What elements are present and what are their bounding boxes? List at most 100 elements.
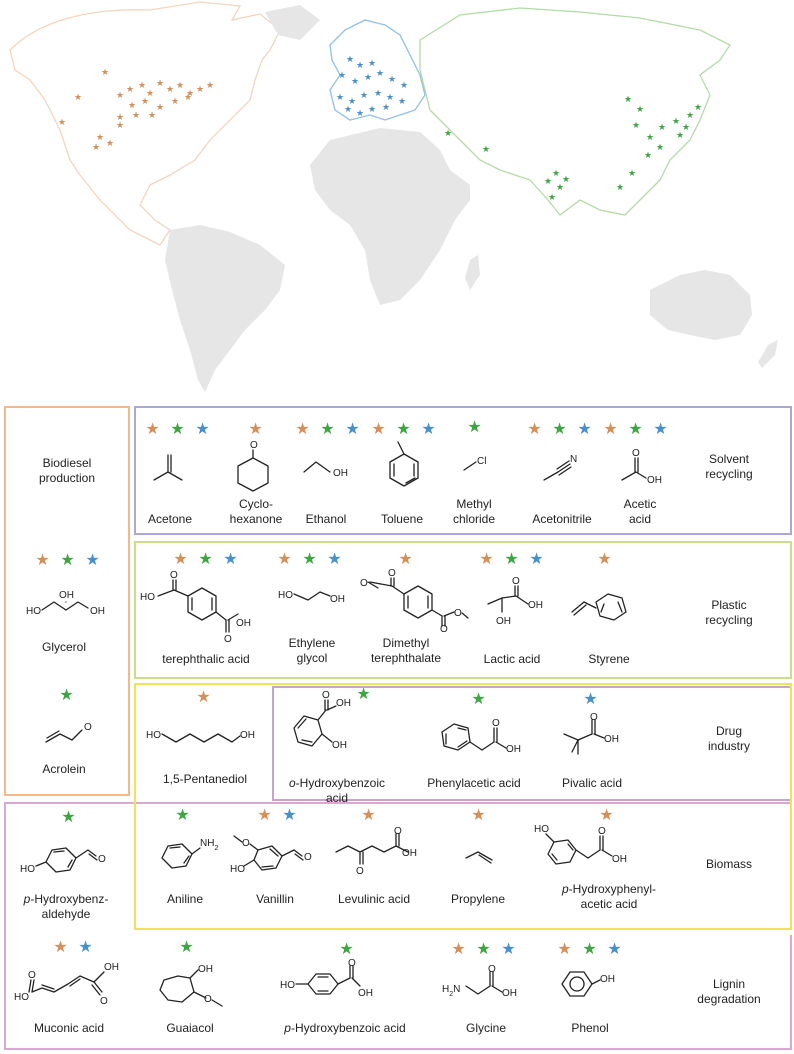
atom-o: O (242, 838, 250, 849)
star-green: ★ (504, 551, 519, 568)
label-lactic-acid: Lactic acid (483, 652, 541, 666)
map-star-icon: ★ (376, 69, 384, 79)
biodiesel-production-box (4, 406, 130, 796)
atom-oh: OH (332, 740, 347, 751)
lignin-biomass-overlap (132, 804, 792, 935)
stars-vanillin: ★★ (252, 808, 302, 824)
map-star-icon: ★ (632, 121, 640, 131)
map-star-icon: ★ (116, 113, 124, 123)
atom-oh: OH (647, 475, 662, 486)
stars-cyclohexanone: ★ (243, 422, 268, 438)
atom-oh: OH (236, 618, 251, 629)
star-orange: ★ (295, 421, 310, 438)
star-green: ★ (339, 941, 354, 958)
map-star-icon: ★ (368, 105, 376, 115)
atom-ho: HO (20, 864, 35, 875)
structure-methyl-chloride: Cl (463, 456, 486, 471)
label-p-hydroxybenzoic-acid: p-Hydroxybenzoic acid (270, 1021, 420, 1036)
atom-o: O (440, 624, 448, 635)
map-star-icon: ★ (116, 121, 124, 131)
stars-muconic: ★★ (48, 940, 98, 956)
map-star-icon: ★ (356, 61, 364, 71)
atom-ho: HO (14, 992, 29, 1003)
atom-o: O (224, 634, 232, 645)
star-blue: ★ (195, 421, 210, 438)
label-guaiacol: Guaiacol (166, 1021, 214, 1035)
star-blue: ★ (223, 551, 238, 568)
map-star-icon: ★ (400, 81, 408, 91)
star-blue: ★ (653, 421, 668, 438)
structure-p-hydroxybenzaldehyde: HO O (20, 847, 106, 875)
label-methyl-chloride: Methyl chloride (452, 497, 496, 526)
stars-acetic-acid: ★★★ (598, 422, 673, 438)
atom-o: O (170, 570, 178, 581)
atom-o: O (632, 448, 640, 459)
star-green: ★ (628, 421, 643, 438)
star-green: ★ (60, 552, 75, 569)
star-green: ★ (552, 421, 567, 438)
map-star-markers: ★★★★★★★★★★★★★★★★★★★★★★★★★★★★★★★★★★★★★★★★… (58, 55, 702, 203)
atom-cl: Cl (477, 456, 486, 467)
map-star-icon: ★ (624, 95, 632, 105)
category-solvent: Solvent recycling (705, 452, 753, 481)
label-cyclohexanone: Cyclo- hexanone (229, 497, 283, 526)
star-orange: ★ (398, 551, 413, 568)
map-star-icon: ★ (556, 183, 564, 193)
star-blue: ★ (529, 551, 544, 568)
map-star-icon: ★ (156, 79, 164, 89)
star-blue: ★ (577, 421, 592, 438)
atom-ho: HO (140, 592, 155, 603)
atom-o: O (28, 970, 36, 981)
stars-glycine: ★★★ (446, 942, 521, 958)
atom-ho: HO (26, 606, 41, 617)
label-propylene: Propylene (450, 892, 506, 906)
structure-toluene (389, 441, 419, 487)
atom-o: O (100, 996, 108, 1007)
label-rest: -Hydroxybenzoic acid (290, 1021, 406, 1035)
atom-o: O (250, 440, 258, 451)
atom-o: O (488, 964, 496, 975)
madagascar (465, 255, 480, 290)
asia-outline (419, 7, 731, 216)
atom-oh: OH (333, 468, 348, 479)
stars-p-hydroxybenzaldehyde: ★ (56, 810, 81, 826)
map-star-icon: ★ (92, 143, 100, 153)
star-orange: ★ (257, 807, 272, 824)
star-green: ★ (175, 807, 190, 824)
structure-guaiacol: OH O (159, 964, 223, 1007)
label-p-hydroxybenzaldehyde: p-Hydroxybenz- aldehyde (6, 892, 126, 922)
label-pentanediol: 1,5-Pentanediol (162, 772, 248, 786)
structure-acrolein: O (45, 722, 92, 743)
map-star-icon: ★ (346, 55, 354, 65)
category-drug: Drug industry (707, 724, 751, 753)
structure-acetic-acid: O OH (621, 448, 662, 486)
stars-acetone: ★★★ (140, 422, 215, 438)
map-star-icon: ★ (444, 129, 452, 139)
map-star-icon: ★ (544, 177, 552, 187)
label-glycerol: Glycerol (41, 640, 86, 654)
star-green: ★ (59, 687, 74, 704)
atom-o: O (454, 608, 462, 619)
structure-pentanediol: HO OH (146, 730, 255, 743)
map-star-icon: ★ (206, 81, 214, 91)
category-biodiesel: Biodiesel production (38, 456, 96, 485)
label-rest: -Hydroxyphenyl- acetic acid (568, 882, 657, 911)
map-star-icon: ★ (348, 97, 356, 107)
label-acrolein: Acrolein (42, 762, 86, 776)
label-pivalic-acid: Pivalic acid (561, 776, 623, 790)
atom-oh: OH (528, 600, 543, 611)
map-star-icon: ★ (196, 85, 204, 95)
map-star-icon: ★ (338, 71, 346, 81)
label-phenylacetic-acid: Phenylacetic acid (427, 776, 521, 790)
map-star-icon: ★ (132, 111, 140, 121)
stars-styrene: ★ (592, 552, 617, 568)
star-blue: ★ (78, 939, 93, 956)
star-green: ★ (471, 691, 486, 708)
structure-p-hydroxybenzoic-acid: HO O OH (280, 958, 373, 999)
stars-dimethyl-terephthalate: ★ (393, 552, 418, 568)
atom-o: O (356, 866, 364, 877)
map-star-icon: ★ (388, 75, 396, 85)
africa (310, 128, 470, 305)
stars-p-hydroxybenzoic: ★ (334, 942, 359, 958)
atom-o: O (388, 568, 396, 579)
